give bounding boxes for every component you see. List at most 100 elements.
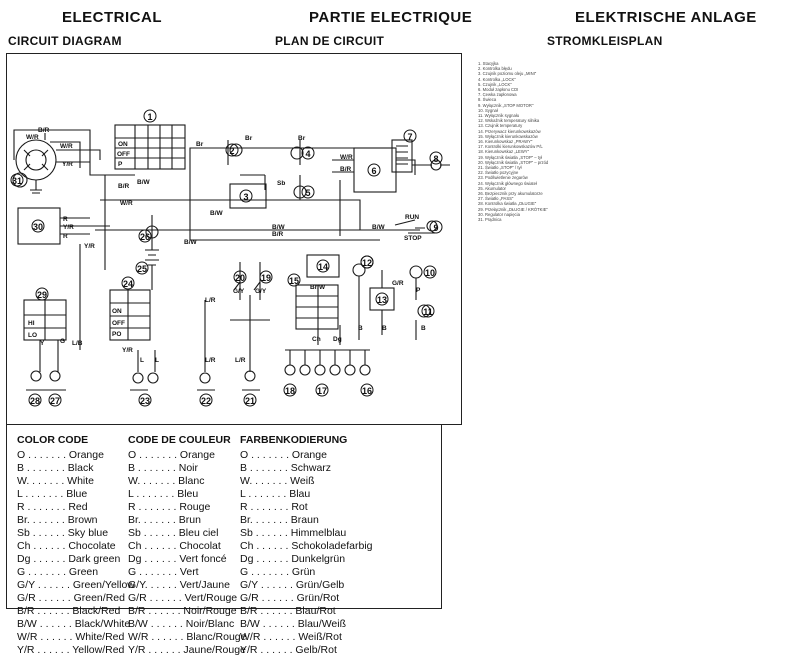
title-french: PARTIE ELECTRIQUE	[309, 9, 473, 26]
subtitle-german: STROMKLEISPLAN	[547, 34, 663, 48]
legend-row: G/R . . . . . . Vert/Rouge	[128, 592, 238, 604]
legend-row: L . . . . . . . Bleu	[128, 488, 199, 500]
switch-label-run: RUN	[405, 214, 419, 221]
svg-text:L/R: L/R	[235, 357, 246, 364]
parts-list-item: 21. Światło „STOP" / tył	[478, 165, 522, 171]
legend-row: B . . . . . . . Noir	[128, 462, 199, 474]
legend-row: Dg . . . . . . Dark green	[17, 553, 121, 565]
svg-text:14: 14	[318, 262, 328, 272]
circuit-diagram: 1 2 3 4 5 6 7 8 9 10 11 12 13 14 15 16 1…	[10, 109, 450, 407]
svg-text:21: 21	[245, 396, 255, 406]
legend-frame	[6, 424, 442, 609]
legend-row: B . . . . . . . Schwarz	[240, 462, 332, 474]
svg-text:Br: Br	[245, 135, 253, 142]
parts-list-item: 14. Przerywacz kierunkowskazów	[478, 128, 541, 134]
parts-list-item: 22. Światło pozycyjne	[478, 170, 519, 176]
title-german: ELEKTRISCHE ANLAGE	[575, 9, 757, 26]
parts-list-item: 26. Bezpiecznik przy akumulatorze	[478, 191, 543, 197]
switch-label-on-2: ON	[112, 308, 122, 315]
parts-list-item: 31. Prądnica	[478, 217, 502, 223]
legend-english-title: COLOR CODE	[17, 434, 89, 446]
switch-label-off: OFF	[117, 151, 130, 158]
legend-row: G/Y . . . . . . Green/Yellow	[17, 579, 135, 591]
svg-text:3: 3	[243, 192, 248, 202]
svg-text:G/Y: G/Y	[233, 288, 245, 295]
legend-row: B/W . . . . . . Noir/Blanc	[128, 618, 235, 630]
svg-text:Y/R: Y/R	[84, 243, 95, 250]
legend-row: B/R . . . . . . Black/Red	[17, 605, 121, 617]
title-english: ELECTRICAL	[62, 9, 162, 26]
legend-row: W. . . . . . . Blanc	[128, 475, 205, 487]
svg-text:Y/R: Y/R	[122, 347, 133, 354]
parts-list-item: 8. Świeca	[478, 97, 497, 103]
parts-list-item: 19. Wyłącznik światła „STOP" – tył	[478, 154, 542, 160]
svg-text:B/W: B/W	[210, 210, 224, 217]
legend-french-title: CODE DE COULEUR	[128, 434, 231, 446]
svg-text:11: 11	[423, 307, 433, 317]
svg-text:24: 24	[123, 279, 133, 289]
parts-list-item: 20. Wyłącznik światła „STOP" – przód	[478, 159, 549, 165]
svg-text:22: 22	[201, 396, 211, 406]
svg-text:30: 30	[33, 222, 43, 232]
switch-label-hi: HI	[28, 320, 35, 327]
switch-label-po: PO	[112, 331, 121, 338]
legend-row: O . . . . . . . Orange	[128, 449, 215, 461]
svg-text:B/W: B/W	[372, 224, 386, 231]
svg-text:23: 23	[140, 396, 150, 406]
parts-list-item: 27. Światło „PASS"	[478, 196, 514, 202]
switch-label-on: ON	[118, 141, 128, 148]
magneto-31	[12, 139, 57, 194]
main-switch-1	[114, 124, 186, 170]
svg-text:7: 7	[407, 132, 412, 142]
legend-row: G/R . . . . . . Green/Red	[17, 592, 125, 604]
legend-row: G/Y. . . . . . Vert/Jaune	[128, 579, 230, 591]
legend-row: R . . . . . . . Red	[17, 501, 88, 513]
parts-list-item: 24. Wyłącznik głównego świateł	[478, 180, 537, 186]
light-switch-24	[109, 289, 151, 341]
parts-list-item: 3. Czujnik poziomu oleju „MINI"	[478, 71, 537, 77]
parts-list-item: 10. Sygnał	[478, 107, 498, 113]
parts-list-item: 30. Regulator napięcia	[478, 211, 520, 217]
svg-text:19: 19	[261, 273, 271, 283]
legend-row: B/R . . . . . . Noir/Rouge	[128, 605, 237, 617]
legend-row: G/Y . . . . . . Grün/Gelb	[240, 579, 345, 591]
parts-list-item: 5. Czujnik „LOCK"	[478, 81, 512, 87]
callout-numbers: 1 2 3 4 5 6 7 8 9 10 11 12 13 14 15 16 1…	[10, 109, 443, 407]
legend-row: W. . . . . . . White	[17, 475, 95, 487]
switch-label-off-2: OFF	[112, 320, 125, 327]
svg-text:B/W: B/W	[272, 224, 286, 231]
parts-list-item: 13. Czujnik temperatury	[478, 123, 523, 129]
svg-text:28: 28	[30, 396, 40, 406]
svg-text:L: L	[155, 357, 159, 364]
svg-text:B/W: B/W	[184, 239, 198, 246]
svg-text:Br/W: Br/W	[310, 284, 326, 291]
svg-text:B/R: B/R	[272, 231, 284, 238]
legend-row: G/R . . . . . . Grün/Rot	[240, 592, 340, 604]
subtitle-english: CIRCUIT DIAGRAM	[8, 34, 122, 48]
legend-row: W/R . . . . . . Weiß/Rot	[240, 631, 342, 643]
svg-text:Y/R: Y/R	[62, 161, 73, 168]
legend-row: Ch . . . . . . Chocolate	[17, 540, 116, 552]
svg-text:B: B	[382, 325, 387, 332]
svg-text:2: 2	[229, 146, 234, 156]
svg-text:15: 15	[289, 276, 299, 286]
svg-text:P: P	[416, 287, 421, 294]
svg-text:25: 25	[137, 264, 147, 274]
svg-text:8: 8	[433, 154, 438, 164]
svg-text:5: 5	[305, 188, 310, 198]
svg-text:Dg: Dg	[333, 336, 342, 343]
parts-list-item: 6. Moduł zapłonu CDI	[478, 87, 519, 93]
parts-list-item: 28. Kontrolka światła „DŁUGIE"	[478, 201, 537, 207]
legend-row: Ch . . . . . . Schokoladefarbig	[240, 540, 373, 552]
legend-row: G . . . . . . . Green	[17, 566, 99, 578]
legend-row: B/R . . . . . . Blau/Rot	[240, 605, 336, 617]
svg-text:26: 26	[140, 232, 150, 242]
svg-text:Y/R: Y/R	[63, 224, 74, 231]
svg-text:16: 16	[362, 386, 372, 396]
legend-row: L . . . . . . . Blue	[17, 488, 88, 500]
parts-list-item: 7. Cewka zapłonowa	[478, 92, 517, 98]
svg-text:20: 20	[235, 273, 245, 283]
legend-row: B/W . . . . . . Blau/Weiß	[240, 618, 346, 630]
